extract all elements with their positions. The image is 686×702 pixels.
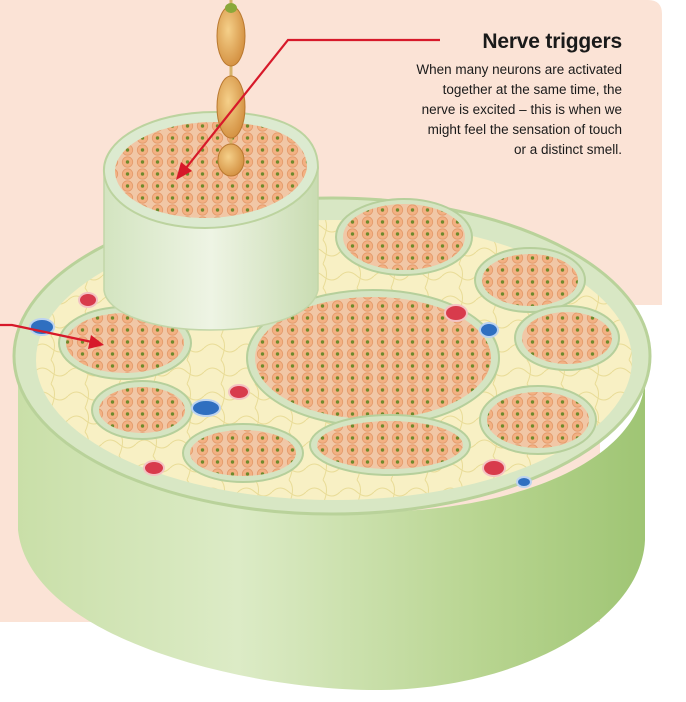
nerve-triggers-callout: Nerve triggers When many neurons are act…	[322, 30, 622, 160]
artery	[445, 305, 467, 321]
vein	[480, 323, 498, 337]
artery	[483, 460, 505, 476]
fascicle-core	[522, 312, 612, 364]
callout-line: or a distinct smell.	[322, 140, 622, 160]
artery	[79, 293, 97, 307]
fascicle-core	[482, 254, 578, 306]
single-fascicle-column	[104, 112, 318, 330]
callout-title: Nerve triggers	[322, 30, 622, 54]
myelin-segment	[217, 76, 245, 138]
fascicle-core	[487, 392, 589, 448]
fascicle-core	[190, 430, 296, 476]
artery	[144, 461, 164, 475]
callout-line: together at the same time, the	[322, 80, 622, 100]
vein	[192, 400, 220, 416]
callout-line: nerve is excited – this is when we	[322, 100, 622, 120]
callout-line: When many neurons are activated	[322, 60, 622, 80]
artery	[229, 385, 249, 399]
myelin-segment	[218, 144, 244, 176]
myelinated-axon	[217, 0, 245, 176]
vein	[517, 477, 531, 487]
callout-line: might feel the sensation of touch	[322, 120, 622, 140]
fascicle-core	[317, 421, 463, 469]
fascicle-core	[99, 387, 185, 433]
fascicle-core	[343, 204, 465, 270]
callout-body: When many neurons are activated together…	[322, 60, 622, 160]
myelin-segment	[217, 6, 245, 66]
